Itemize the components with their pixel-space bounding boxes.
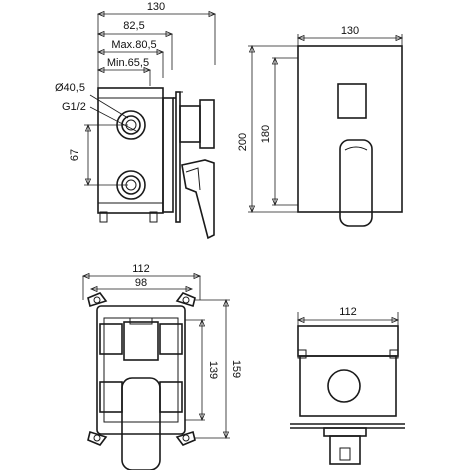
dim-diameter: Ø40,5 [55,82,85,94]
side-view: 130 82,5 Max.80,5 Min.65,5 Ø40,5 G1/2 [55,1,217,240]
dim-port-spacing: 67 [69,149,81,161]
mount-ear-bottom-right [175,430,196,446]
dim-inner-height: 180 [260,125,272,143]
top-port [327,369,361,403]
mount-ear-top-left [87,292,108,308]
dim-body-overall-width: 112 [132,263,150,275]
wall-plate-edge [175,91,181,223]
mount-ear-bottom-left [87,430,108,446]
diverter-housing [123,321,159,361]
front-view: 130 200 180 [237,25,404,227]
lever-handle [181,159,215,240]
cover-plate [297,45,403,213]
dim-body-inner-width: 98 [135,277,147,289]
top-knob [329,435,361,465]
top-view: 112 [290,306,405,465]
dim-overall-depth: 130 [147,1,165,13]
box-body [96,305,186,435]
dim-body-inner-height: 139 [207,361,219,379]
dim-plate-width: 130 [341,25,359,37]
body-front-view: 112 98 139 1 [81,263,242,470]
dim-depth-min: Min.65,5 [107,57,149,69]
dim-depth-a: 82,5 [123,20,144,32]
top-lower-section [299,355,397,417]
dim-body-overall-height: 159 [230,360,242,378]
diverter-button [337,83,367,119]
lever-front [339,139,373,227]
diverter-knob [179,105,201,143]
mount-ear-top-right [175,292,196,308]
dim-plate-height: 200 [237,133,249,151]
dim-depth-max: Max.80,5 [111,39,156,51]
dim-thread: G1/2 [62,101,86,113]
lever-body-view [121,377,161,470]
dim-top-width: 112 [339,306,357,318]
top-body [297,325,399,357]
